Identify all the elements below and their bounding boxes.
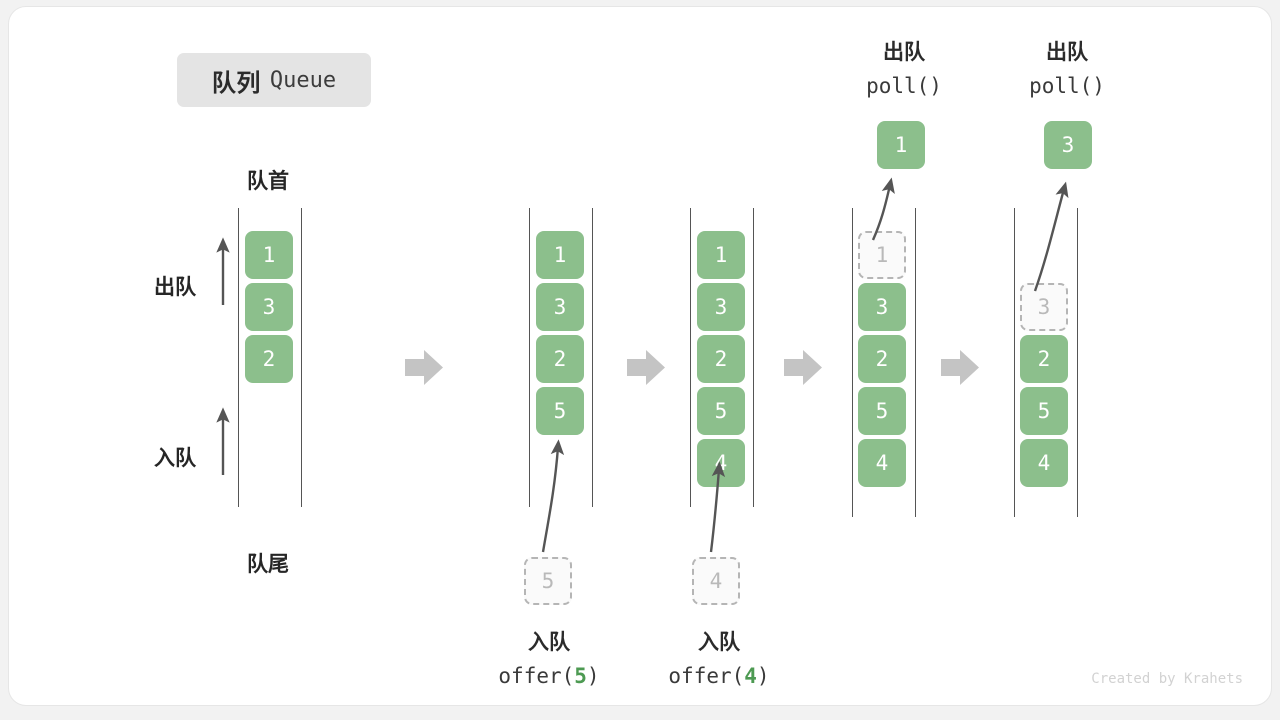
stage-0-cells: 1 3 2 <box>245 231 293 383</box>
queue-cell[interactable]: 4 <box>697 439 745 487</box>
caption-code: poll() <box>866 73 942 98</box>
queue-cell[interactable]: 3 <box>536 283 584 331</box>
caption-stage-4: 出队 poll() <box>977 37 1157 102</box>
caption-stage-1: 入队 offer(5) <box>449 627 649 692</box>
incoming-ghost-cell-stage-2: 4 <box>692 557 740 605</box>
rear-label: 队尾 <box>247 553 289 576</box>
rail-right-stage-3 <box>915 208 916 517</box>
queue-cell[interactable]: 2 <box>1020 335 1068 383</box>
queue-cell[interactable]: 5 <box>858 387 906 435</box>
queue-cell[interactable]: 2 <box>858 335 906 383</box>
queue-cell[interactable]: 2 <box>245 335 293 383</box>
queue-cell[interactable]: 3 <box>245 283 293 331</box>
queue-cell[interactable]: 3 <box>858 283 906 331</box>
caption-stage-3: 出队 poll() <box>814 37 994 102</box>
rail-right-stage-0 <box>301 208 302 507</box>
caption-code: offer(5) <box>498 663 600 688</box>
rail-left-stage-0 <box>238 208 239 507</box>
queue-cell[interactable]: 1 <box>697 231 745 279</box>
step-arrow-icon-2 <box>627 350 665 385</box>
queue-cell[interactable]: 2 <box>697 335 745 383</box>
queue-cell[interactable]: 2 <box>536 335 584 383</box>
queue-cell[interactable]: 4 <box>858 439 906 487</box>
rail-left-stage-4 <box>1014 208 1015 517</box>
queue-cell[interactable]: 5 <box>697 387 745 435</box>
enqueue-curve-arrow-stage-1 <box>541 439 565 553</box>
caption-cn: 出队 <box>883 41 925 64</box>
step-arrow-icon-3 <box>784 350 822 385</box>
diagram-card: 队列 Queue 队首 队尾 出队 入队 1 3 2 1 3 2 5 5 入队 … <box>8 6 1272 706</box>
caption-cn: 入队 <box>698 631 740 654</box>
queue-cell-ghost: 1 <box>858 231 906 279</box>
caption-code: poll() <box>1029 73 1105 98</box>
dequeue-axis-label: 出队 <box>154 276 196 299</box>
caption-cn: 出队 <box>1046 41 1088 64</box>
front-label: 队首 <box>247 170 289 193</box>
queue-cell[interactable]: 1 <box>536 231 584 279</box>
arrows-overlay <box>216 177 1069 553</box>
rail-left-stage-2 <box>690 208 691 507</box>
queue-cell[interactable]: 4 <box>1020 439 1068 487</box>
rail-right-stage-2 <box>753 208 754 507</box>
rail-left-stage-1 <box>529 208 530 507</box>
enqueue-axis-label: 入队 <box>154 447 196 470</box>
stage-2-cells: 1 3 2 5 4 <box>697 231 745 487</box>
title-cn: 队列 <box>211 69 261 97</box>
popped-cell-stage-4: 3 <box>1044 121 1092 169</box>
title-en: Queue <box>269 67 337 93</box>
caption-code: offer(4) <box>668 663 770 688</box>
stage-1-cells: 1 3 2 5 <box>536 231 584 435</box>
rail-right-stage-4 <box>1077 208 1078 517</box>
incoming-ghost-cell-stage-1: 5 <box>524 557 572 605</box>
caption-cn: 入队 <box>528 631 570 654</box>
credit-text: Created by Krahets <box>1091 671 1243 687</box>
step-arrow-icon-4 <box>941 350 979 385</box>
queue-cell[interactable]: 5 <box>1020 387 1068 435</box>
rail-right-stage-1 <box>592 208 593 507</box>
caption-stage-2: 入队 offer(4) <box>619 627 819 692</box>
queue-cell-ghost: 3 <box>1020 283 1068 331</box>
popped-cell-stage-3: 1 <box>877 121 925 169</box>
queue-cell[interactable]: 1 <box>245 231 293 279</box>
stage-4-cells: 3 2 5 4 <box>1020 283 1068 487</box>
rail-left-stage-3 <box>852 208 853 517</box>
queue-cell[interactable]: 5 <box>536 387 584 435</box>
stage-3-cells: 1 3 2 5 4 <box>858 231 906 487</box>
title-badge: 队列 Queue <box>177 53 371 107</box>
queue-cell[interactable]: 3 <box>697 283 745 331</box>
step-arrow-icon-1 <box>405 350 443 385</box>
dequeue-curve-arrow-stage-4 <box>1033 181 1069 292</box>
